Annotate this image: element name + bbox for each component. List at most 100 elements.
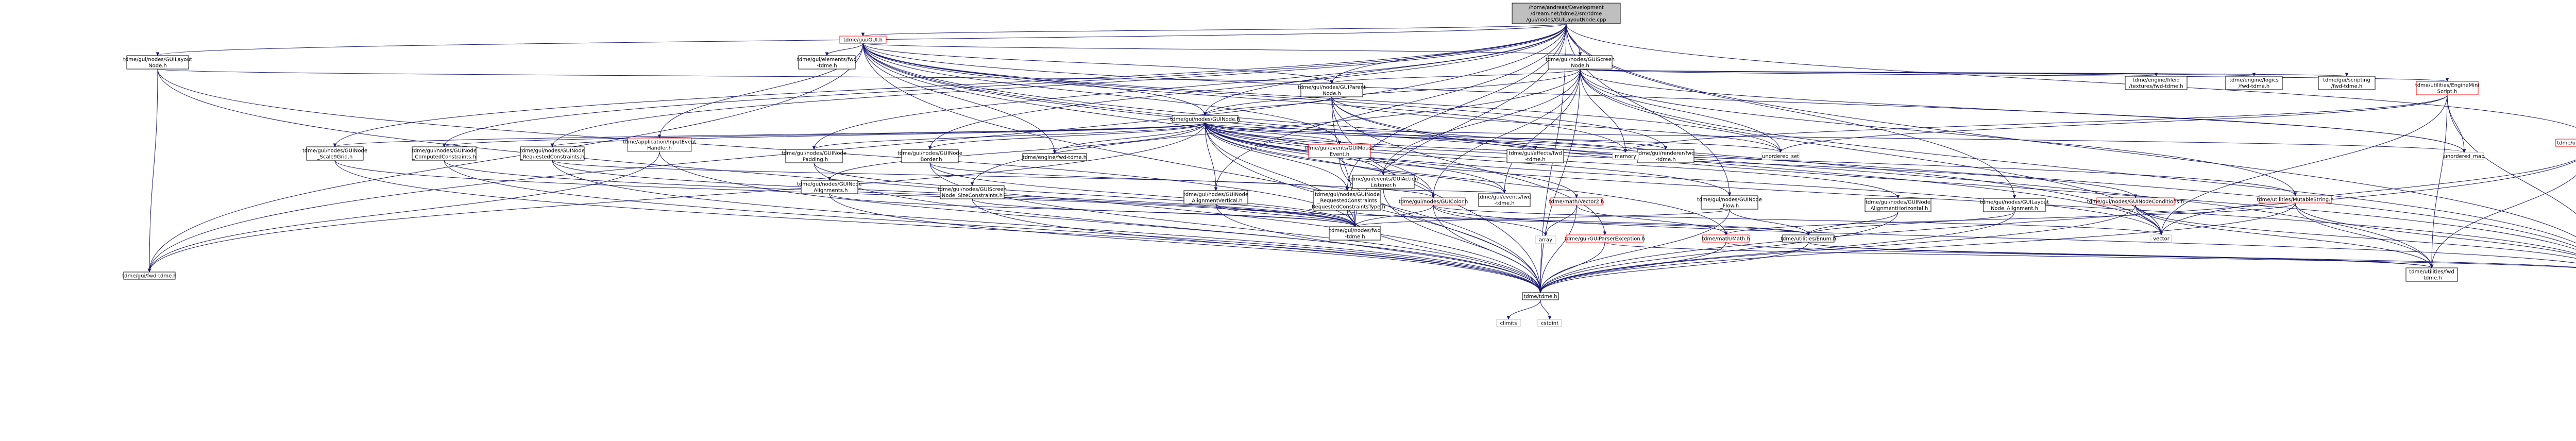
node-guielementsfwd[interactable]: tdme/gui/elements/fwd-tdme.h — [797, 55, 857, 70]
node-nodeh-box — [1172, 115, 1239, 123]
node-scriptingfwd[interactable]: tdme/gui/scripting/fwd-tdme.h — [2318, 76, 2376, 90]
node-nodeh[interactable]: tdme/gui/nodes/GUINode.h — [1170, 115, 1240, 123]
node-reqtype[interactable]: tdme/gui/nodes/GUINode_RequestedConstrai… — [1309, 190, 1385, 211]
node-root[interactable]: /home/andreas/Development/dream.net/tdme… — [1512, 3, 1621, 24]
node-requestedconstraints[interactable]: tdme/gui/nodes/GUINode_RequestedConstrai… — [520, 146, 585, 161]
node-enginefwd[interactable]: tdme/engine/fileio/textures/fwd-tdme.h — [2125, 76, 2188, 90]
node-stringtools[interactable]: tdme/utilities/StringTools.h — [2555, 139, 2576, 147]
node-nodeconditions-label-0: tdme/gui/nodes/GUINodeConditions.h — [2087, 199, 2184, 205]
edge-root-to-guih — [863, 23, 1567, 36]
node-border[interactable]: tdme/gui/nodes/GUINode_Border.h — [897, 149, 962, 163]
edge-root-to-guifwd — [149, 23, 1567, 272]
node-cstdint-box — [1537, 319, 1562, 327]
node-nodeconditions[interactable]: tdme/gui/nodes/GUINodeConditions.h — [2087, 197, 2184, 206]
edge-parentnodeh-to-vector — [1331, 96, 2161, 235]
node-alignments[interactable]: tdme/gui/nodes/GUINode_Alignments.h — [797, 180, 862, 194]
node-guifwd-box — [123, 272, 176, 280]
edge-requestedconstraints-to-tdmeh — [552, 160, 1540, 293]
edge-nodeh-to-requestedconstraints — [552, 122, 1206, 147]
node-scaleworld[interactable]: tdme/gui/nodes/GUINode_Scale9Grid.h — [302, 146, 367, 161]
node-sizeconstraints[interactable]: tdme/gui/nodes/GUIScreenNode_SizeConstra… — [938, 185, 1007, 199]
node-vector2[interactable]: tdme/math/Vector2.h — [1549, 197, 1604, 206]
node-scaleworld-label-1: _Scale9Grid.h — [317, 155, 353, 160]
edge-screennodeh-to-eventsfwd — [1504, 69, 1581, 193]
node-climits-box — [1496, 319, 1521, 327]
node-effectsfwd[interactable]: tdme/gui/effects/fwd-tdme.h — [1506, 149, 1564, 163]
edge-alignmenthorizontal-to-tdmeh — [1540, 211, 1899, 293]
node-requestedconstraints-label-1: _RequestedConstraints.h — [520, 155, 585, 160]
node-unordered_map-label-0: unordered_map — [2444, 154, 2485, 160]
node-padding[interactable]: tdme/gui/nodes/GUINode_Padding.h — [782, 149, 846, 163]
edge-nodeh-to-memory — [1205, 122, 1625, 152]
edge-stringtools-to-utilitiesfwd — [2432, 175, 2576, 268]
node-vector-box — [2150, 234, 2172, 243]
edge-guih-to-guifwd — [149, 43, 863, 272]
node-mutablestring-box — [2259, 195, 2332, 203]
node-guicolor[interactable]: tdme/gui/nodes/GUIColor.h — [1399, 197, 1468, 206]
node-logicsfwd[interactable]: tdme/engine/logics/fwd-tdme.h — [2225, 76, 2283, 90]
edge-guih-to-unordered_map — [862, 43, 2464, 152]
node-computedconstraints-box — [412, 146, 477, 161]
node-enginefwd2[interactable]: tdme/engine/fwd-tdme.h — [1022, 153, 1087, 161]
node-enumh[interactable]: tdme/utilities/Enum.h — [1781, 234, 1836, 243]
node-nodesfwd[interactable]: tdme/gui/nodes/fwd-tdme.h — [1329, 226, 1381, 241]
node-effectsfwd-box — [1506, 149, 1564, 163]
edge-mouseevent-to-tdmeh — [1339, 157, 1540, 293]
node-sizeconstraints-box — [940, 185, 1005, 199]
edge-nodeh-to-mouseevent — [1205, 122, 1340, 144]
edge-layoutalignment-to-enumh — [1808, 211, 2015, 235]
node-guih[interactable]: tdme/gui/GUI.h — [839, 36, 887, 44]
edge-screennodeh-to-enginefwd — [1580, 69, 2156, 76]
node-mathh[interactable]: tdme/math/Math.h — [1702, 234, 1750, 243]
node-root-label-0: /home/andreas/Development — [1529, 5, 1604, 11]
edge-guicolor-to-nodesfwd — [1355, 205, 1434, 227]
node-alignmenthorizontal[interactable]: tdme/gui/nodes/GUINode_AlignmentHorizont… — [1865, 198, 1931, 212]
node-parsereception[interactable]: tdme/gui/GUIParserException.h — [1565, 234, 1645, 243]
edge-flow-to-nodesfwd — [1355, 209, 1730, 227]
edge-mathh-to-tdmeh — [1540, 242, 1726, 293]
node-mouseevent-label-0: tdme/gui/events/GUIMouse — [1304, 146, 1375, 151]
node-alignmentvertical[interactable]: tdme/gui/nodes/GUINode_AlignmentVertical… — [1183, 190, 1248, 205]
node-eventsfwd[interactable]: tdme/gui/events/fwd-tdme.h — [1478, 193, 1531, 207]
edge-guih-to-guicolor — [862, 43, 1433, 198]
node-array-box — [1535, 235, 1556, 244]
node-mouseevent-label-1: Event.h — [1330, 152, 1349, 158]
edge-guih-to-vector — [862, 43, 2161, 235]
edge-reqtype-to-enumh — [1347, 210, 1808, 235]
node-parsereception-box — [1566, 234, 1644, 243]
node-layoutalignment[interactable]: tdme/gui/nodes/GUILayoutNode_Alignment.h — [1980, 198, 2049, 212]
node-computedconstraints-label-1: _ComputedConstraints.h — [412, 155, 476, 160]
edge-minitscript-to-unordered_set — [1781, 94, 2448, 152]
node-tdmeh-box — [1522, 292, 1559, 300]
node-padding-box — [785, 149, 843, 163]
node-nodeconditions-box — [2096, 197, 2175, 206]
node-tdmeh[interactable]: tdme/tdme.h — [1522, 292, 1559, 300]
node-flow[interactable]: tdme/gui/nodes/GUINode_Flow.h — [1697, 195, 1762, 210]
edge-mathh-to-utilitiesfwd — [1725, 242, 2432, 268]
edge-guih-to-string — [862, 43, 2576, 247]
node-mutablestring[interactable]: tdme/utilities/MutableString.h — [2257, 195, 2334, 203]
edge-nodeh-to-unordered_map — [1205, 122, 2464, 152]
node-flow-label-0: tdme/gui/nodes/GUINode — [1697, 197, 1762, 203]
edge-parsereception-to-string — [1604, 242, 2576, 268]
node-layoutnodeh[interactable]: tdme/gui/nodes/GUILayoutNode.h — [123, 55, 192, 70]
node-scaleworld-label-0: tdme/gui/nodes/GUINode — [302, 148, 367, 154]
node-memory-box — [1612, 152, 1639, 160]
node-reqtype-label-0: tdme/gui/nodes/GUINode — [1315, 192, 1380, 198]
edge-screennodeh-to-scriptingfwd — [1580, 69, 2347, 76]
edge-guih-to-tdmeh — [862, 43, 1540, 293]
node-screennodeh-label-0: tdme/gui/nodes/GUIScreen — [1546, 57, 1615, 63]
edge-flow-to-enumh — [1729, 209, 1808, 235]
node-guifwd[interactable]: tdme/gui/fwd-tdme.h — [122, 272, 177, 280]
edge-vector2-to-tdmeh — [1540, 205, 1577, 293]
node-utilitiesfwd[interactable]: tdme/utilities/fwd-tdme.h — [2405, 267, 2458, 282]
node-alignmentvertical-label-0: tdme/gui/nodes/GUINode — [1183, 192, 1248, 198]
node-rendererfwd[interactable]: tdme/gui/renderer/fwd-tdme.h — [1637, 149, 1695, 163]
node-computedconstraints[interactable]: tdme/gui/nodes/GUINode_ComputedConstrain… — [412, 146, 477, 161]
